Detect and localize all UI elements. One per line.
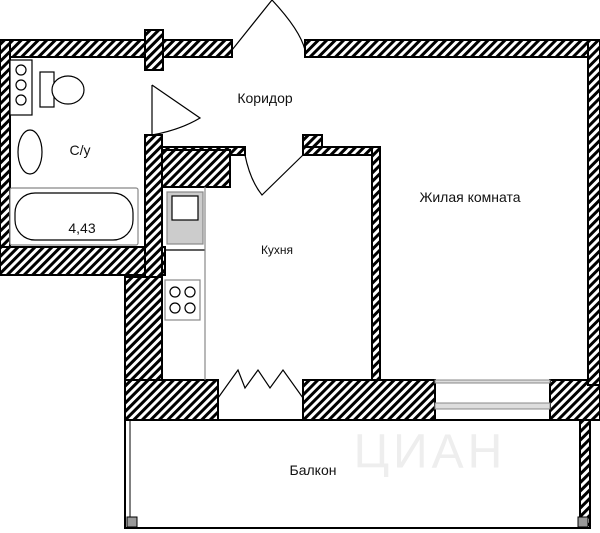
- room-label-balcony: Балкон: [289, 462, 337, 478]
- watermark: ЦИАН: [353, 425, 507, 479]
- vent-shaft: [161, 149, 231, 188]
- balcony-door: [217, 368, 304, 399]
- window: [434, 379, 551, 410]
- room-label-kitchen: Кухня: [260, 243, 294, 257]
- bottom-wall-right: [549, 379, 600, 421]
- sink-icon: [17, 129, 43, 175]
- left-wall-bathroom: [0, 39, 11, 276]
- bathroom-bottom-wall: [0, 246, 166, 276]
- entry-door: [231, 0, 306, 51]
- walls: [0, 29, 600, 526]
- balcony-side-wall: [579, 419, 591, 526]
- top-wall-right: [304, 39, 600, 58]
- room-area-bathroom: 4,43: [68, 220, 96, 236]
- room-label-bathroom: С/у: [69, 142, 91, 158]
- room-label-corridor: Коридор: [237, 90, 293, 106]
- corridor-pillar: [144, 29, 164, 71]
- bottom-wall-left: [124, 379, 219, 421]
- fixtures: [9, 59, 206, 380]
- bottom-wall-mid: [302, 379, 436, 421]
- room-label-living-room: Жилая комната: [419, 189, 521, 205]
- top-wall-left: [0, 39, 233, 58]
- stove-icon: [164, 279, 201, 321]
- balcony-outline: [124, 419, 591, 529]
- bathroom-door: [151, 84, 202, 136]
- doors: [151, 0, 306, 399]
- kitchen-door: [244, 154, 304, 196]
- kitchen-room-partition: [302, 146, 381, 156]
- right-outer-wall: [587, 39, 600, 386]
- kitchen-room-partition-vertical: [371, 146, 381, 386]
